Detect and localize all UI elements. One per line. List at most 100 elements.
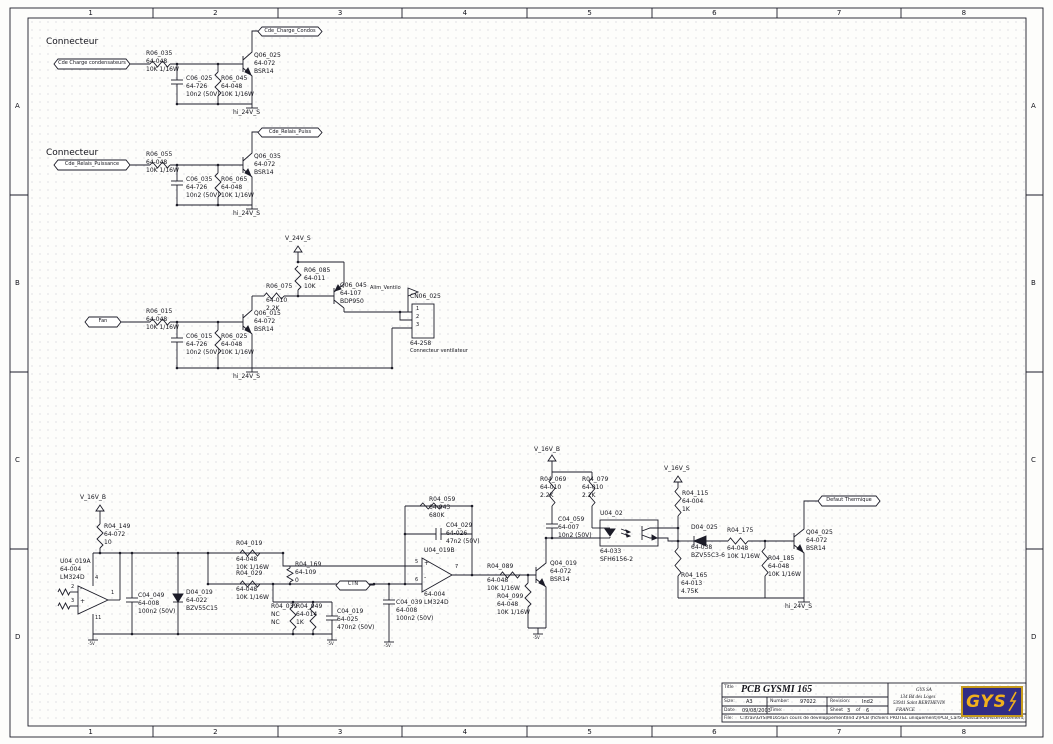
schematic-label: 100n2 (50V) (396, 615, 434, 622)
schematic-label: R04_059 (429, 496, 456, 503)
schematic-label: 1 (111, 590, 115, 596)
page-title: PCB GYSMI 165 (741, 684, 813, 695)
schematic-label: R04_185 (768, 555, 795, 562)
border-column-label: 2 (213, 727, 218, 736)
sheet-of-label: of (856, 707, 861, 713)
schematic-label: R04_019 (236, 540, 263, 547)
schematic-label: hi_24V_S (785, 603, 813, 610)
company-city: 53941 Saint BERTHEVIN (893, 701, 945, 706)
number-label: Number: (770, 699, 790, 704)
schematic-label: 1K (682, 506, 690, 513)
schematic-label: 64-072 (550, 568, 572, 575)
schematic-label: 64-007 (558, 524, 580, 531)
schematic-label: NC (271, 611, 280, 618)
schematic-label: 64-048 (727, 545, 749, 552)
border-row-label: C (1031, 455, 1036, 464)
border-column-label: 7 (836, 727, 842, 736)
schematic-label: 470n2 (50V) (337, 624, 375, 631)
date-value: 09/08/2003 (742, 707, 771, 714)
schematic-label: U04_02 (600, 510, 623, 517)
schematic-label: Q04_025 (806, 529, 833, 536)
schematic-label: CN06_025 (410, 293, 441, 300)
border-column-label: 2 (213, 9, 218, 17)
schematic-label: C06_035 (186, 176, 213, 183)
size-value: A3 (746, 699, 753, 705)
schematic-label: R04_175 (727, 527, 754, 534)
schematic-label: 64-048 (146, 316, 168, 323)
schematic-label: 64-072 (806, 537, 828, 544)
schematic-label: R06_045 (221, 75, 248, 82)
schematic-label: 64-726 (186, 184, 208, 191)
schematic-label: 64-038 (691, 544, 713, 551)
file-path: C:\trav\GYS\MI165\En cours de developpem… (740, 715, 1024, 721)
company-country: FRANCE (896, 707, 915, 713)
title-label: Title (724, 685, 734, 690)
border-row-label: A (1031, 101, 1036, 110)
schematic-label: 10K 1/16W (221, 91, 254, 98)
border-column-label: 6 (712, 9, 717, 17)
border-column-label: 4 (462, 727, 468, 736)
schematic-label: Cde_Relais_Puissance (64, 160, 120, 167)
schematic-label: C06_015 (186, 333, 213, 340)
border-column-label: 5 (587, 727, 592, 736)
schematic-label: C06_025 (186, 75, 213, 82)
schematic-label: Connecteur (46, 148, 99, 158)
sheet-total: 6 (866, 707, 870, 714)
schematic-label: D04_019 (186, 589, 213, 596)
schematic-label: R06_035 (146, 50, 173, 57)
schematic-label: 64-107 (340, 290, 362, 297)
schematic-label: -5V (533, 635, 540, 640)
file-label: File: (724, 715, 734, 721)
schematic-label: C04_059 (558, 516, 585, 523)
schematic-label: 47n2 (50V) (446, 538, 480, 545)
schematic-label: R04_029 (236, 570, 263, 577)
schematic-label: 4.75K (681, 588, 699, 595)
border-column-label: 3 (337, 727, 343, 736)
schematic-label: 10K 1/16W (236, 594, 269, 601)
schematic-label: 64-008 (396, 607, 418, 614)
schematic-label: BSR14 (254, 169, 274, 176)
schematic-label: 10n2 (50V) (558, 532, 592, 539)
schematic-label: - (80, 585, 83, 592)
schematic-label: 10K 1/16W (221, 349, 254, 356)
schematic-label: -5V (327, 641, 334, 646)
schematic-label: 64-013 (681, 580, 703, 587)
schematic-label: U04_019B (424, 547, 455, 554)
schematic-label: 64-043 (429, 504, 451, 511)
schematic-label: R06_025 (221, 333, 248, 340)
schematic-label: BSR14 (550, 576, 570, 583)
schematic-label: 64-008 (138, 600, 160, 607)
schematic-label: V_16V_B (534, 446, 560, 453)
schematic-label: 64-004 (682, 498, 704, 505)
schematic-label: 64-010 (540, 484, 562, 491)
schematic-label: 64-109 (295, 569, 317, 576)
schematic-label: 64-072 (254, 161, 276, 168)
schematic-label: 10K 1/16W (727, 553, 760, 560)
schematic-label: 64-004 (60, 566, 82, 573)
schematic-label: 64-022 (186, 597, 208, 604)
schematic-label: 64-048 (236, 586, 258, 593)
border-row-label: B (1031, 278, 1036, 287)
border-column-label: 1 (88, 727, 93, 736)
border-row-label: C (15, 455, 20, 464)
border-column-label: 3 (337, 9, 343, 17)
schematic-label: 2.2K (582, 492, 596, 499)
schematic-label: 10K 1/16W (221, 192, 254, 199)
schematic-label: -5V (88, 641, 95, 646)
schematic-label: Q06_025 (254, 52, 281, 59)
schematic-label: R06_085 (304, 267, 331, 274)
revision-value: Ind2 (862, 699, 873, 705)
schematic-label: + (80, 598, 86, 605)
schematic-label: 10n2 (50V) (186, 349, 220, 356)
schematic-label: Cde_Relais_Puiss (268, 128, 312, 135)
schematic-label: V_24V_S (285, 235, 311, 242)
schematic-label: 6 (415, 577, 419, 583)
schematic-label: R04_089 (487, 563, 514, 570)
schematic-label: 64-026 (446, 530, 468, 537)
sheet-value: 3 (847, 707, 851, 714)
schematic-label: 64-014 (296, 611, 318, 618)
company-street: 134 Bd des Loges (900, 694, 936, 700)
schematic-label: 3 (71, 598, 75, 604)
schematic-label: 10n2 (50V) (186, 192, 220, 199)
schematic-label: R04_079 (582, 476, 609, 483)
